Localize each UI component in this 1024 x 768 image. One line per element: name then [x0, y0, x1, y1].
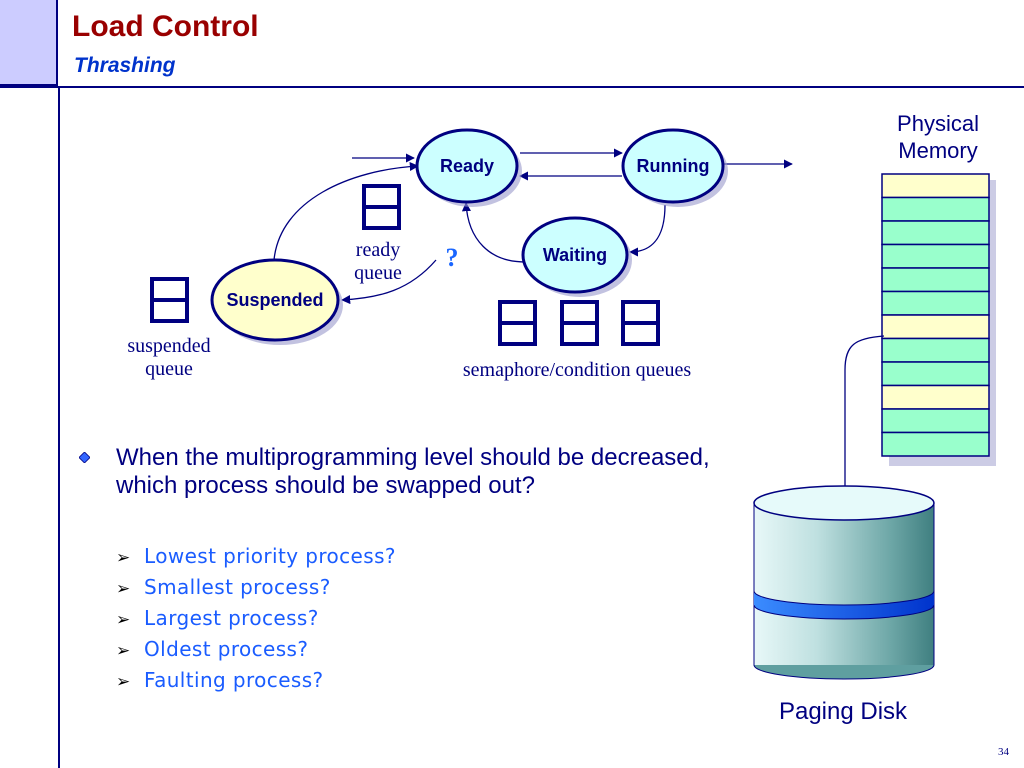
state-waiting-label: Waiting: [543, 245, 607, 265]
main-bullet-text: When the multiprogramming level should b…: [116, 444, 710, 499]
slide-subtitle: Thrashing: [74, 54, 176, 77]
list-item: ➢Oldest process?: [116, 634, 396, 665]
physical-memory-label-line2: Memory: [898, 138, 977, 163]
arrow-to-suspended: [341, 259, 437, 305]
memory-to-disk-arrow: [840, 335, 885, 506]
memory-frame: [881, 361, 990, 387]
ready-queue-box: [362, 184, 401, 230]
list-item: ➢Smallest process?: [116, 572, 396, 603]
semaphore-queue-boxes: [498, 300, 660, 346]
semaphore-queues-label: semaphore/condition queues: [463, 359, 691, 381]
list-item: ➢Largest process?: [116, 603, 396, 634]
memory-frame: [881, 314, 990, 340]
memory-frame: [881, 384, 990, 410]
slide-title: Load Control: [72, 10, 259, 43]
arrow-marker-icon: ➢: [116, 610, 131, 630]
state-suspended-label: Suspended: [226, 290, 323, 310]
bullet-diamond-icon: [79, 452, 90, 463]
ready-queue-label-line2: queue: [354, 262, 402, 284]
arrow-waiting-to-ready: [461, 202, 526, 263]
memory-frame: [881, 431, 990, 457]
suspended-queue-box: [150, 277, 189, 323]
options-list: ➢Lowest priority process? ➢Smallest proc…: [116, 541, 396, 696]
memory-frame: [881, 243, 990, 269]
state-running-label: Running: [637, 156, 710, 176]
memory-frame: [881, 267, 990, 293]
page-number: 34: [998, 746, 1009, 758]
state-running: Running: [621, 128, 728, 207]
list-item: ➢Lowest priority process?: [116, 541, 396, 572]
header-rule: [0, 86, 1024, 88]
paging-disk-label: Paging Disk: [779, 698, 908, 725]
transition-arrows: [273, 148, 793, 305]
arrow-marker-icon: ➢: [116, 579, 131, 599]
memory-frame: [881, 337, 990, 363]
arrow-marker-icon: ➢: [116, 672, 131, 692]
arrow-running-to-waiting: [629, 204, 666, 257]
state-ready-label: Ready: [440, 156, 494, 176]
arrow-marker-icon: ➢: [116, 548, 131, 568]
memory-frame: [881, 408, 990, 434]
disk-top: [753, 485, 935, 521]
memory-frame: [881, 220, 990, 246]
physical-memory-frames: [881, 173, 990, 457]
arrow-suspended-to-ready: [273, 161, 419, 261]
memory-frame: [881, 173, 990, 199]
memory-frame: [881, 290, 990, 316]
physical-memory-label-line1: Physical: [897, 111, 979, 136]
suspended-queue-label-line1: suspended: [127, 335, 210, 357]
paging-disk: [753, 485, 935, 680]
state-ready: Ready: [415, 128, 522, 207]
memory-frame: [881, 196, 990, 222]
state-waiting: Waiting: [521, 216, 632, 297]
suspended-queue-label-line2: queue: [145, 358, 193, 380]
state-suspended: Suspended: [210, 258, 343, 345]
question-mark: ?: [446, 243, 459, 272]
arrow-marker-icon: ➢: [116, 641, 131, 661]
left-rule: [58, 86, 60, 768]
corner-decoration: [0, 0, 58, 86]
ready-queue-label-line1: ready: [356, 239, 400, 261]
list-item: ➢Faulting process?: [116, 665, 396, 696]
